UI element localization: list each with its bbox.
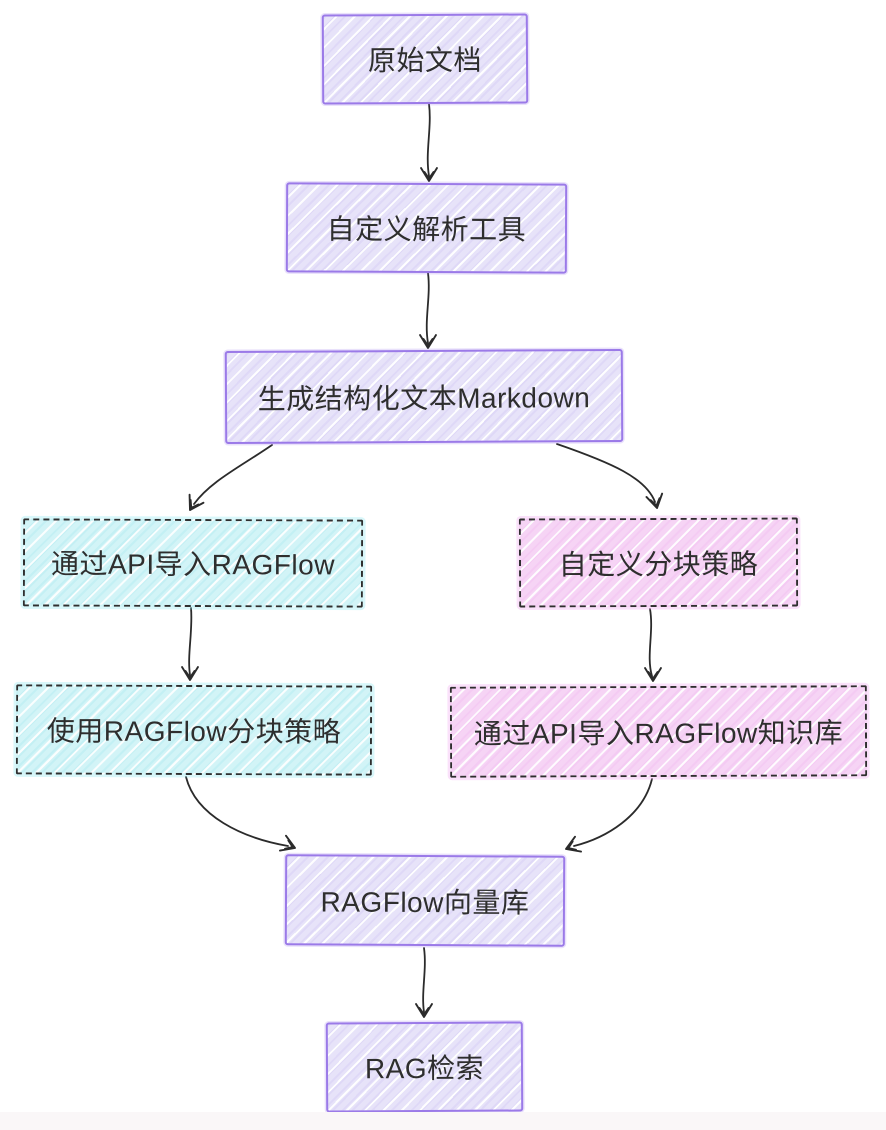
node-custom-parser: 自定义解析工具 [285,182,568,274]
node-ragflow-chunk-strategy: 使用RAGFlow分块策略 [15,684,373,776]
node-label: 使用RAGFlow分块策略 [46,715,342,748]
node-label: RAG检索 [364,1052,485,1085]
edge-custom-chunk-strategy-to-api-import-kb [644,608,662,682]
edge-structured-markdown-to-api-import-ragflow [188,444,273,511]
node-source-doc: 原始文档 [321,13,529,105]
node-structured-markdown: 生成结构化文本Markdown [224,348,624,445]
edge-line [422,947,426,1013]
edge-ragflow-chunk-strategy-to-ragflow-vector-store [185,776,296,852]
arrowhead-icon [420,167,438,182]
edge-line [188,607,193,676]
node-api-import-kb: 通过API导入RAGFlow知识库 [449,685,868,778]
edge-line [425,272,430,344]
edge-source-doc-to-custom-parser [420,103,438,182]
arrowhead-icon [419,334,437,349]
edge-ragflow-vector-store-to-rag-retrieval [415,947,433,1018]
arrowhead-icon [415,1003,433,1018]
edge-line [185,776,289,847]
node-label: 通过API导入RAGFlow [50,548,336,581]
arrowhead-icon [188,493,205,511]
node-api-import-ragflow: 通过API导入RAGFlow [22,518,364,608]
edge-custom-parser-to-structured-markdown [419,272,437,349]
node-ragflow-vector-store: RAGFlow向量库 [284,854,566,947]
arrowhead-icon [645,492,664,509]
arrowhead-icon [565,835,583,853]
edge-api-import-kb-to-ragflow-vector-store [565,778,653,853]
canvas-edge-strip [0,1112,886,1130]
arrowhead-icon [181,666,199,681]
edge-line [426,103,431,177]
node-label: 自定义分块策略 [558,548,759,580]
node-label: 自定义解析工具 [326,213,527,246]
edge-api-import-ragflow-to-ragflow-chunk-strategy [181,607,199,681]
node-label: 原始文档 [367,44,483,77]
node-label: RAGFlow向量库 [320,885,530,919]
edge-line [648,608,653,677]
node-label: 生成结构化文本Markdown [257,381,591,415]
edge-line [193,444,273,505]
edge-line [556,443,656,503]
edge-line [573,778,653,847]
node-label: 通过API导入RAGFlow知识库 [473,716,844,750]
edge-structured-markdown-to-custom-chunk-strategy [556,443,664,509]
node-custom-chunk-strategy: 自定义分块策略 [518,517,799,608]
node-rag-retrieval: RAG检索 [325,1021,524,1113]
arrowhead-icon [644,667,662,682]
arrowhead-icon [278,834,296,852]
